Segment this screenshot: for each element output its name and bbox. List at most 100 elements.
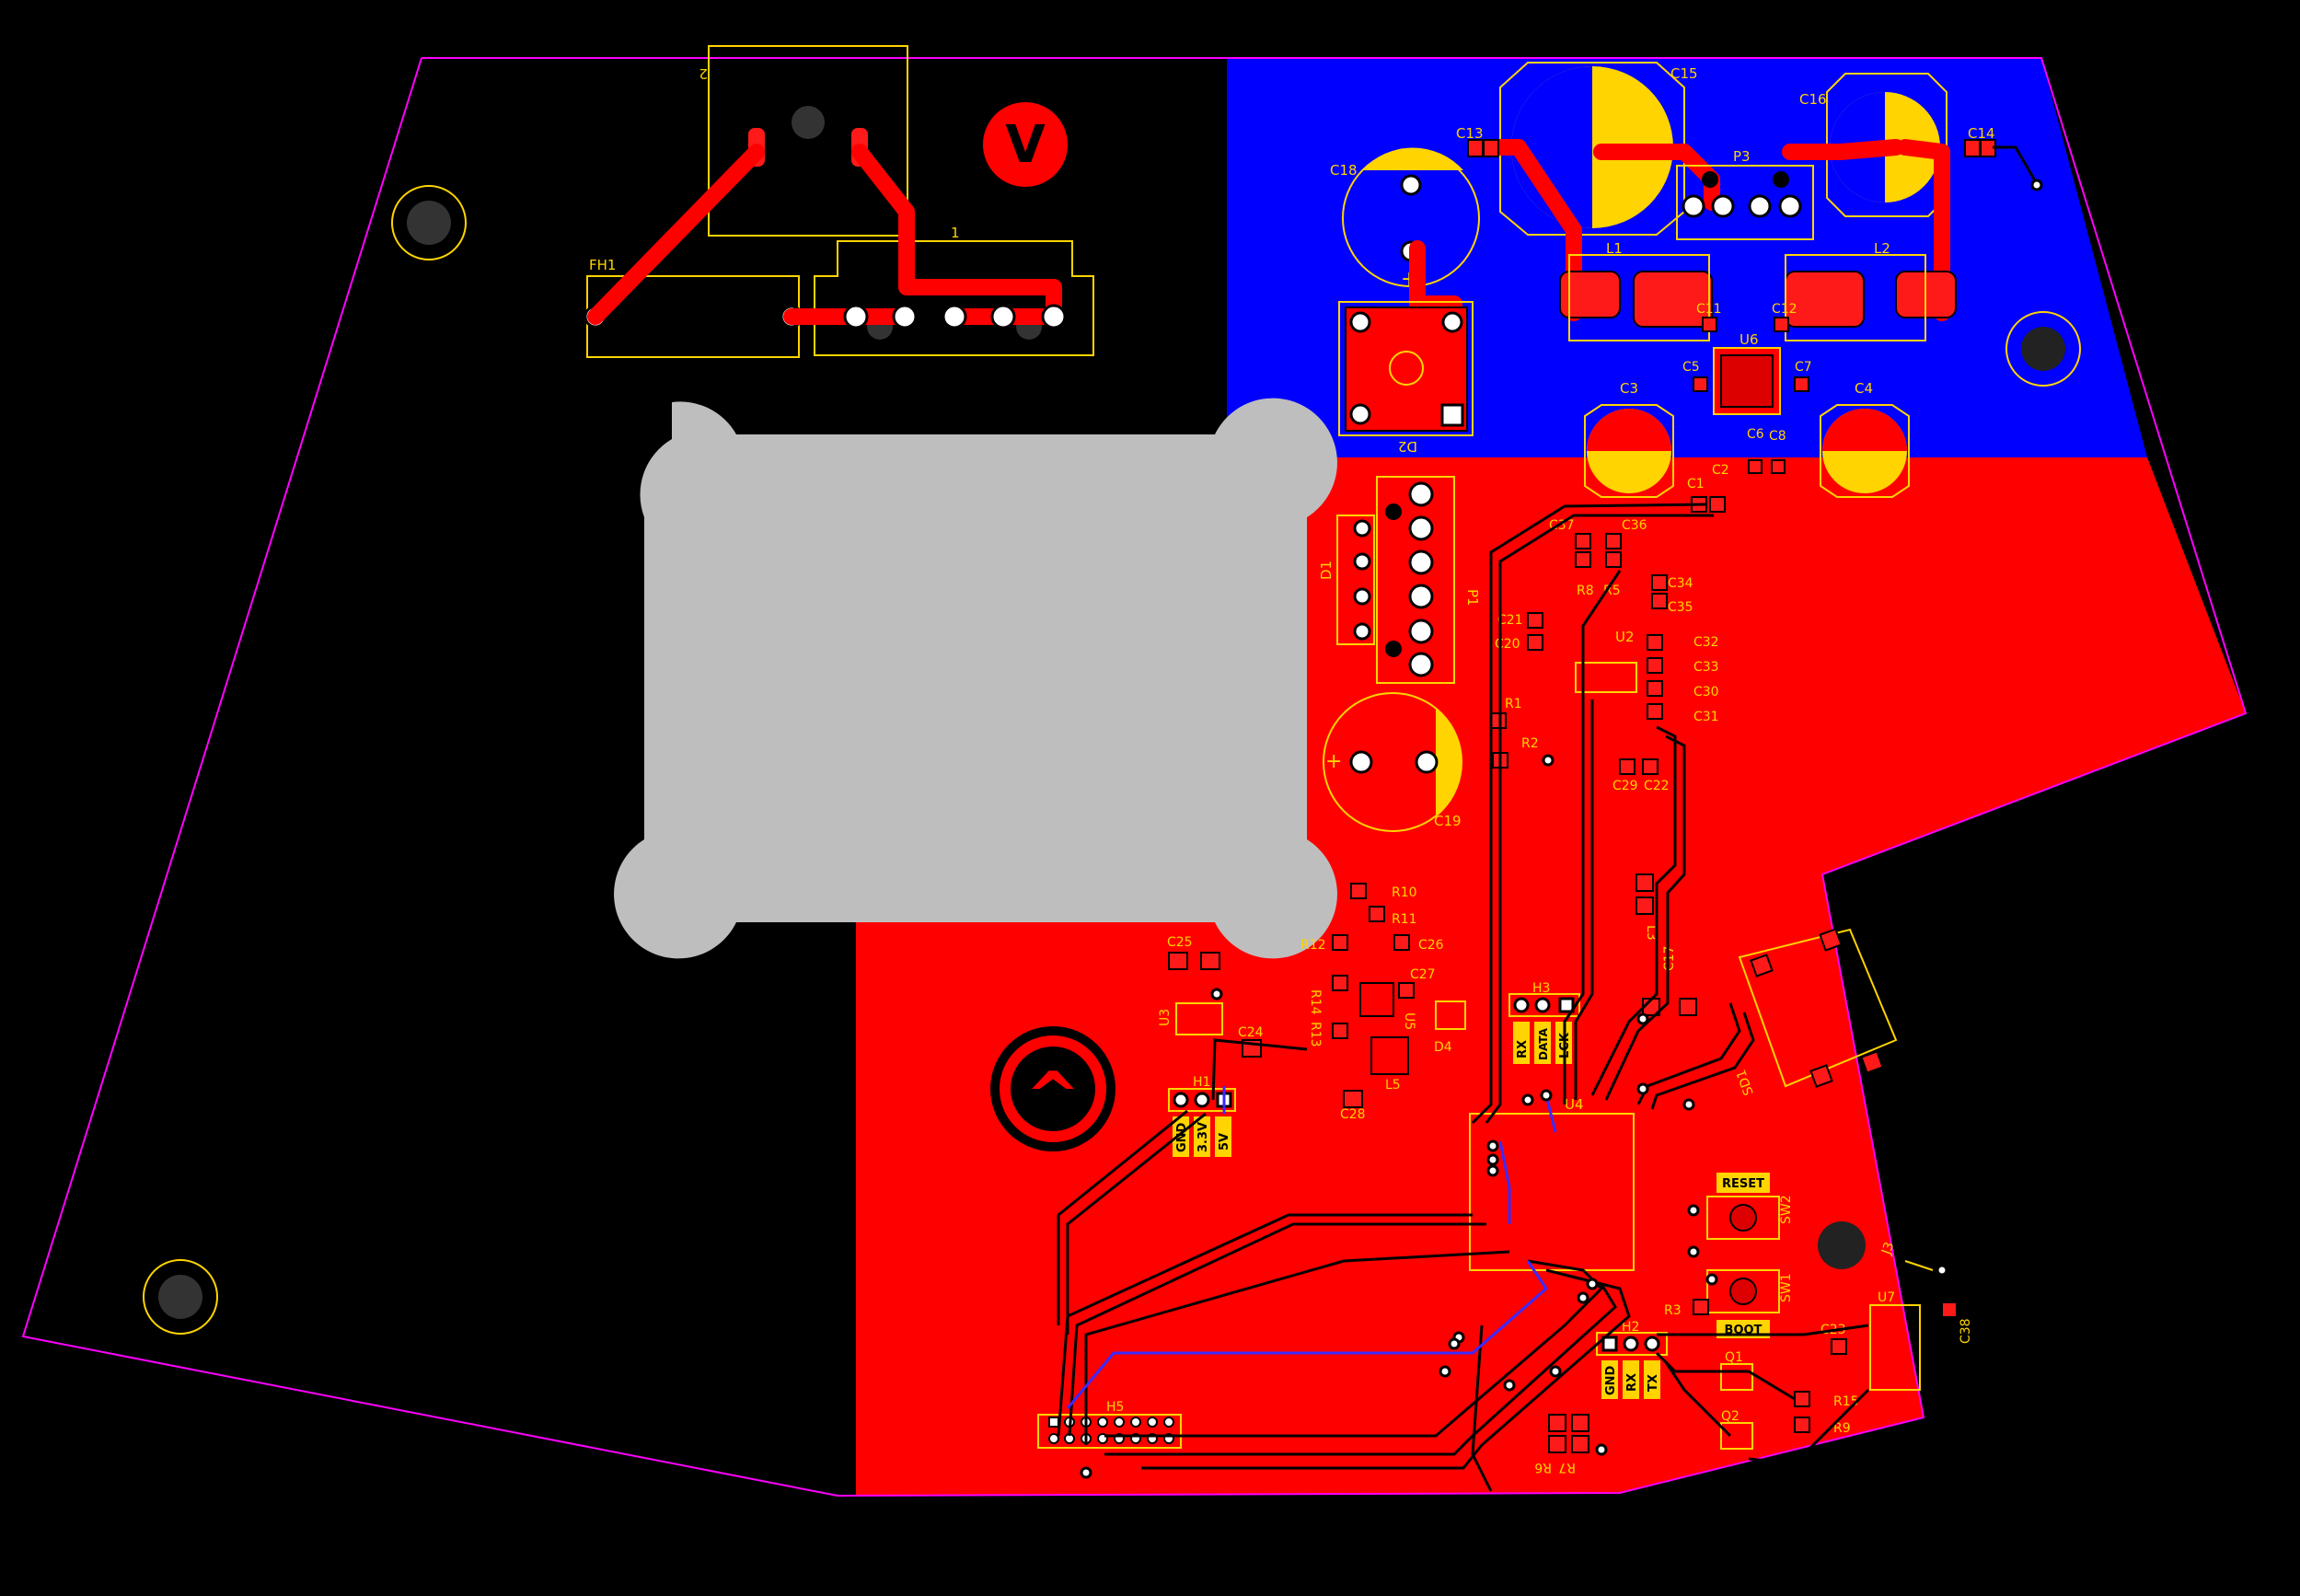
svg-text:R9: R9 — [1833, 1421, 1851, 1436]
svg-text:C37: C37 — [1549, 518, 1575, 533]
capacitor-c31: C31 — [1647, 703, 1719, 724]
capacitor-c27: C27 — [1398, 967, 1436, 999]
label-fh1: FH1 — [589, 257, 616, 273]
diode-d4: D4 — [1434, 1000, 1466, 1055]
svg-text:L2: L2 — [1874, 240, 1890, 257]
inductor-l5: L5 — [1370, 1036, 1409, 1093]
svg-text:R13: R13 — [1308, 1022, 1323, 1047]
tag-reset: RESET — [1722, 1177, 1764, 1191]
sd-card-slot-sd1: SD1 — [1734, 928, 1898, 1097]
capacitor-c34: C34 — [1651, 574, 1693, 591]
svg-text:C32: C32 — [1693, 635, 1719, 650]
reset-button-sw2[interactable]: RESET SW2 — [1706, 1173, 1794, 1240]
svg-text:C28: C28 — [1340, 1107, 1366, 1122]
tag-3v3: 3.3V — [1196, 1122, 1210, 1152]
capacitor-c7: C7 — [1794, 360, 1812, 392]
svg-text:C15: C15 — [1670, 65, 1698, 82]
svg-text:C2: C2 — [1712, 463, 1729, 478]
svg-text:SW1: SW1 — [1779, 1273, 1794, 1302]
resistor-r1: R1 — [1490, 697, 1522, 729]
svg-text:C4: C4 — [1855, 380, 1873, 397]
svg-text:C36: C36 — [1622, 518, 1647, 533]
svg-text:D4: D4 — [1434, 1040, 1452, 1055]
resistor-r14: R14 — [1308, 975, 1348, 1015]
mounting-hole-bottom-right — [1805, 1209, 1878, 1282]
display-cutout — [614, 398, 1337, 959]
svg-text:+: + — [1325, 750, 1342, 773]
capacitor-c35: C35 — [1651, 593, 1693, 615]
inductor-l3: L3 — [1635, 873, 1659, 941]
svg-text:C22: C22 — [1644, 779, 1670, 793]
svg-text:Q2: Q2 — [1721, 1409, 1739, 1424]
capacitor-c37: C37 — [1549, 518, 1591, 549]
svg-text:R3: R3 — [1664, 1303, 1682, 1318]
svg-text:R7: R7 — [1558, 1460, 1576, 1475]
ic-u6: U6 — [1713, 331, 1781, 415]
mounting-hole-bottom-left — [143, 1259, 218, 1335]
capacitor-c28: C28 — [1340, 1090, 1366, 1122]
resistor-r3: R3 — [1664, 1299, 1709, 1318]
regulator-u3: U3 — [1158, 988, 1223, 1035]
svg-text:R11: R11 — [1392, 912, 1417, 927]
capacitor-c2: C2 — [1709, 463, 1729, 513]
resistor-r10: R10 — [1350, 883, 1417, 900]
resistor-r9: R9 — [1794, 1417, 1851, 1436]
diode-d1: D1 — [1318, 515, 1375, 645]
transistor-q1: Q1 — [1720, 1350, 1753, 1391]
resistor-r12: R12 — [1300, 934, 1348, 953]
resistor-r7: R7 — [1558, 1414, 1589, 1475]
capacitor-c5: C5 — [1682, 360, 1708, 392]
svg-text:C21: C21 — [1497, 613, 1523, 628]
label-conn1: 1 — [951, 225, 960, 241]
fuse-holder-fh1: FH1 — [584, 257, 803, 358]
svg-text:C8: C8 — [1769, 429, 1786, 444]
svg-text:C20: C20 — [1495, 637, 1520, 652]
capacitor-c32: C32 — [1647, 634, 1719, 651]
capacitor-c6: C6 — [1747, 427, 1764, 474]
svg-text:R2: R2 — [1521, 736, 1539, 751]
mounting-hole-top-left — [391, 185, 467, 260]
capacitor-c21: C21 — [1497, 612, 1543, 629]
header-h2: H2 GND RX TX — [1596, 1320, 1668, 1399]
svg-text:C24: C24 — [1238, 1025, 1264, 1040]
capacitor-c17: C17 — [1642, 945, 1697, 1016]
svg-text:L1: L1 — [1606, 240, 1623, 257]
capacitor-c22: C22 — [1642, 758, 1670, 793]
ic-u5: U5 — [1359, 982, 1416, 1030]
svg-text:R1: R1 — [1505, 697, 1522, 711]
svg-text:U4: U4 — [1565, 1096, 1584, 1113]
ic-u2: U2 — [1575, 629, 1637, 693]
board-outline — [21, 57, 2248, 1498]
svg-text:U5: U5 — [1402, 1012, 1416, 1030]
svg-text:C30: C30 — [1693, 685, 1719, 700]
capacitor-c29: C29 — [1612, 758, 1638, 793]
svg-text:C16: C16 — [1799, 91, 1827, 108]
svg-text:C26: C26 — [1418, 938, 1444, 953]
svg-text:D1: D1 — [1318, 561, 1335, 580]
svg-text:^: ^ — [1025, 1058, 1081, 1135]
ac-socket-2: 2 — [699, 45, 908, 237]
svg-text:C1: C1 — [1687, 477, 1705, 492]
svg-text:C17: C17 — [1662, 945, 1677, 971]
resistor-r8: R8 — [1575, 551, 1594, 598]
svg-text:C12: C12 — [1772, 302, 1797, 317]
svg-text:H5: H5 — [1106, 1400, 1124, 1415]
capacitor-c38: C38 — [1941, 1301, 1973, 1344]
resistor-r11: R11 — [1369, 906, 1417, 927]
svg-text:C31: C31 — [1693, 710, 1719, 724]
svg-text:C33: C33 — [1693, 660, 1719, 675]
transistor-q2: Q2 — [1720, 1409, 1753, 1450]
capacitor-c33: C33 — [1647, 657, 1719, 675]
svg-text:C11: C11 — [1696, 302, 1722, 317]
v-logo-icon: V — [983, 102, 1068, 187]
tag-5v: 5V — [1218, 1133, 1231, 1151]
svg-text:C27: C27 — [1410, 967, 1436, 982]
capacitor-c30: C30 — [1647, 680, 1719, 700]
capacitor-c4: C4 — [1820, 380, 1910, 498]
capacitor-c8: C8 — [1769, 429, 1786, 474]
tag-rx-h2: RX — [1625, 1373, 1639, 1392]
svg-text:C35: C35 — [1668, 600, 1693, 615]
resistor-r13: R13 — [1308, 1022, 1348, 1047]
svg-text:C38: C38 — [1959, 1318, 1973, 1344]
